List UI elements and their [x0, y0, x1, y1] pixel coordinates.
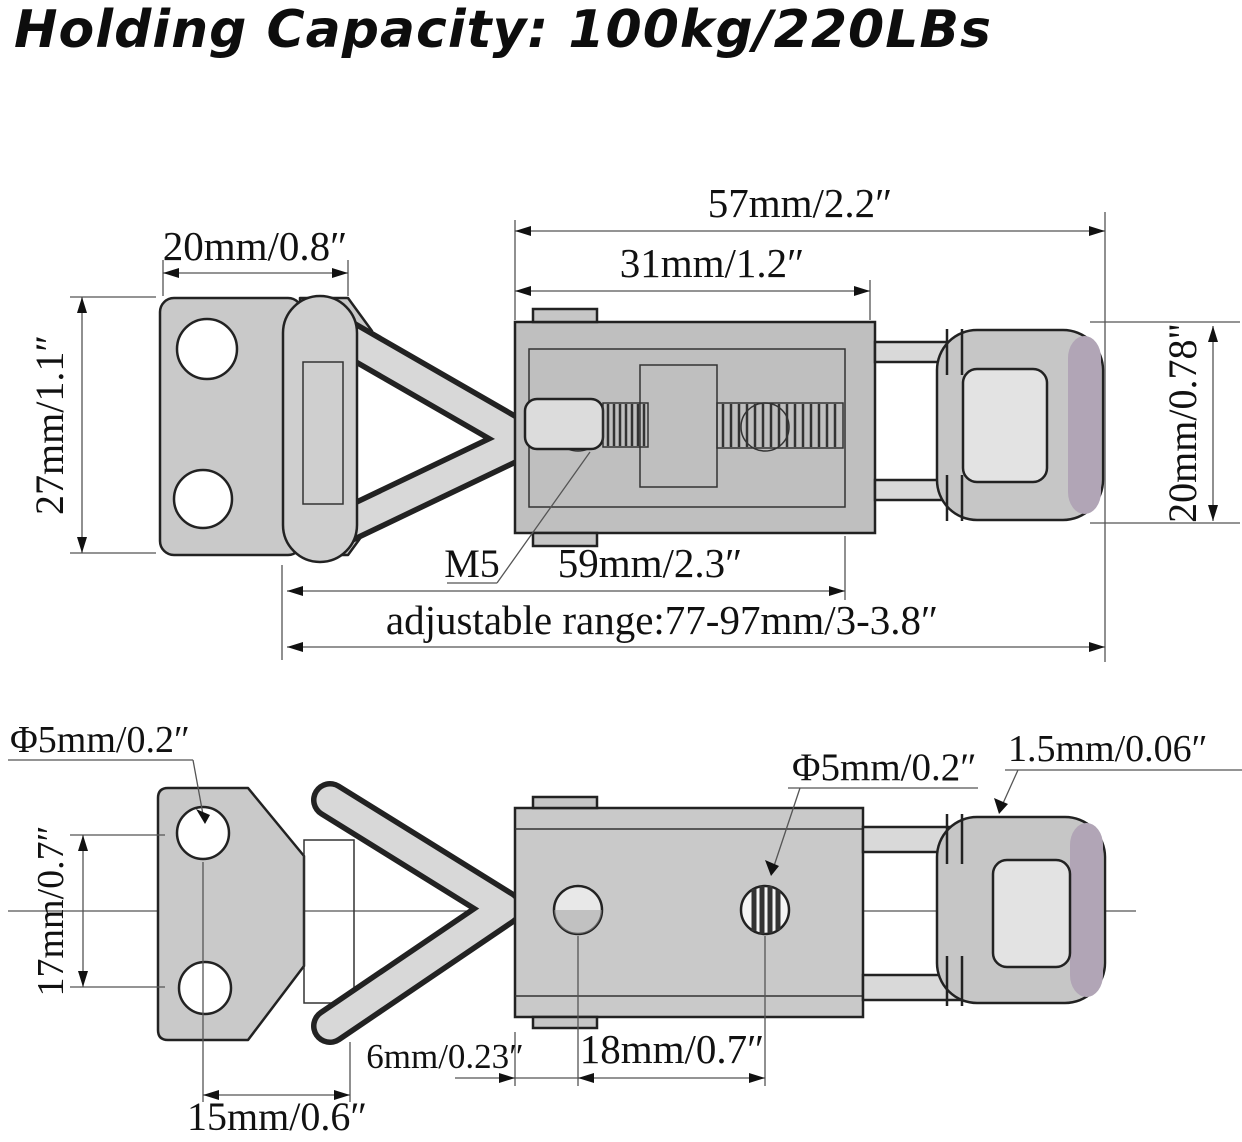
- hook-inner-band-plan: [1070, 823, 1103, 997]
- plate-hole-bottom-plan: [177, 960, 233, 1016]
- top-view-dimensions: 57mm/2.2″ 31mm/1.2″ 20mm/0.8″ 27mm/1.1″ …: [27, 180, 1240, 662]
- triangle-wire-loop-plan: [311, 781, 523, 1045]
- dim-rod-length-label: 59mm/2.3″: [558, 540, 743, 586]
- dim-plate-height-label: 27mm/1.1″: [27, 335, 72, 515]
- hook-inner-band: [1068, 336, 1101, 514]
- hook-bail: [873, 328, 1105, 522]
- thread-size-label: M5: [444, 541, 500, 586]
- page-title: Holding Capacity: 100kg/220LBs: [14, 0, 992, 60]
- triangle-wire-loop: [281, 294, 543, 564]
- dim-plate-hole-spacing-label: 17mm/0.7″: [30, 826, 72, 997]
- dim-body-hole-spacing-label: 18mm/0.7″: [580, 1026, 765, 1072]
- dim-overall-length-label: 57mm/2.2″: [708, 180, 893, 226]
- dim-wire-thickness-label: 1.5mm/0.06″: [1008, 728, 1208, 770]
- dim-edge-to-hole-label: 6mm/0.23″: [366, 1037, 524, 1076]
- hook-bail-plan: [861, 814, 1107, 1006]
- dim-body-length-label: 31mm/1.2″: [620, 240, 805, 286]
- threaded-rod-m5: [523, 364, 844, 488]
- loop-strap-band: [302, 361, 344, 505]
- dim-body-hole-dia-label: Φ5mm/0.2″: [792, 746, 977, 789]
- loop-strap-band-plan: [303, 839, 355, 1004]
- latch-body: [513, 307, 877, 548]
- dim-plate-hole-dia-label: Φ5mm/0.2″: [10, 719, 190, 761]
- plate-hole-top: [175, 317, 239, 381]
- plate-hole-top-plan: [175, 805, 231, 861]
- dim-plate-width-label: 20mm/0.8″: [163, 223, 348, 269]
- latch-body-plan: [513, 795, 865, 1030]
- top-view-drawing: [158, 294, 1105, 564]
- latch-mounting-plate-plan: [156, 786, 355, 1042]
- bottom-view-drawing: [8, 781, 1136, 1045]
- bottom-view-dimensions: Φ5mm/0.2″ 17mm/0.7″ 15mm/0.6″ 6mm/0.23″ …: [8, 719, 1242, 1139]
- body-hole-threaded: [739, 884, 791, 936]
- plate-hole-bottom: [172, 468, 234, 530]
- dim-hook-height-label: 20mm/0.78": [1160, 323, 1205, 523]
- dim-plate-hole-offset-label: 15mm/0.6″: [187, 1094, 367, 1139]
- dim-adjustable-range-label: adjustable range:77-97mm/3-3.8″: [386, 597, 938, 643]
